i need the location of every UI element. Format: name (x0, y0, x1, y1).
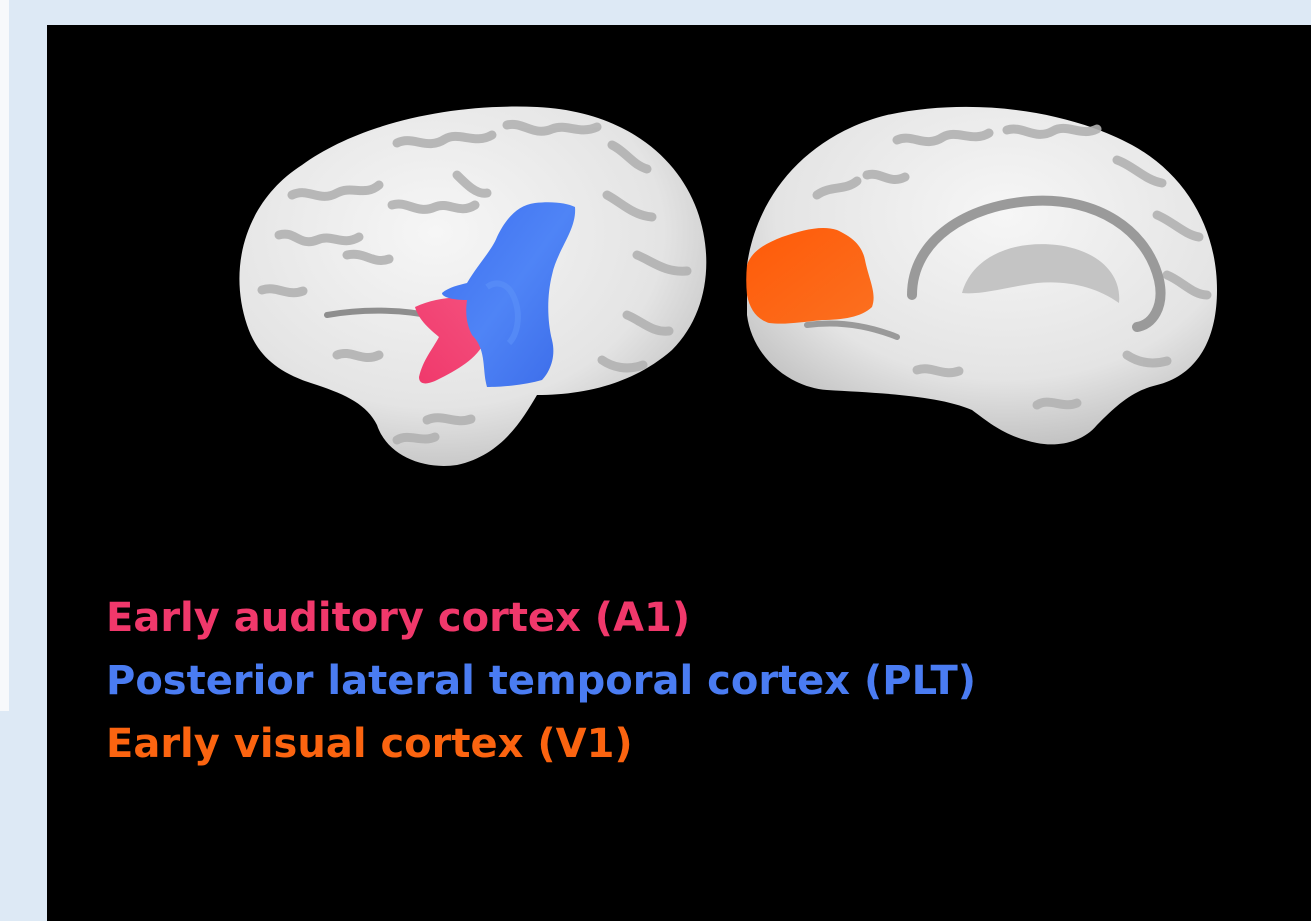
brain-figure (47, 25, 1311, 505)
legend-item-a1: Early auditory cortex (A1) (106, 587, 976, 650)
medial-brain-view (746, 107, 1217, 444)
slide: Early auditory cortex (A1) Posterior lat… (47, 25, 1311, 921)
lateral-brain-view (239, 107, 706, 466)
region-legend: Early auditory cortex (A1) Posterior lat… (106, 587, 976, 776)
legend-item-plt: Posterior lateral temporal cortex (PLT) (106, 650, 976, 713)
legend-item-v1: Early visual cortex (V1) (106, 713, 976, 776)
side-panel (0, 0, 9, 711)
